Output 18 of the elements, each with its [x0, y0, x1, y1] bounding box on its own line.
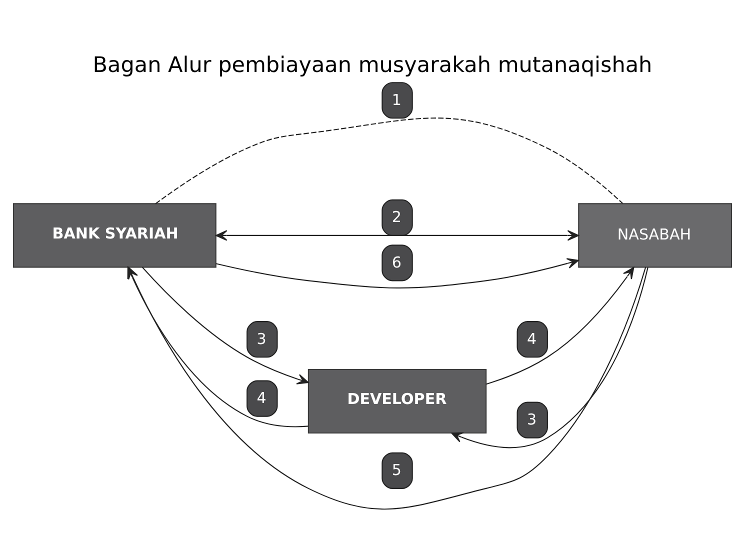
arrow — [215, 258, 578, 288]
arrow — [450, 266, 648, 448]
edge-label: 5 — [391, 460, 401, 479]
node-box: NASABAH — [578, 202, 732, 268]
arrow — [215, 230, 579, 240]
edge-label: 6 — [391, 252, 401, 271]
connector — [154, 117, 622, 204]
arrow — [486, 266, 634, 384]
edge-label: 2 — [391, 208, 401, 226]
edge-label: 3 — [256, 329, 266, 348]
edge-label: 1 — [391, 90, 401, 108]
edge-label: 4 — [526, 329, 536, 348]
edge-label: 3 — [526, 410, 536, 428]
node-box: BANK SYARIAH — [12, 202, 216, 268]
edge-label: 4 — [256, 388, 266, 407]
node-box: DEVELOPER — [307, 368, 486, 434]
arrow — [141, 266, 308, 384]
diagram-title: Bagan Alur pembiayaan musyarakah mutanaqishah — [92, 52, 652, 78]
